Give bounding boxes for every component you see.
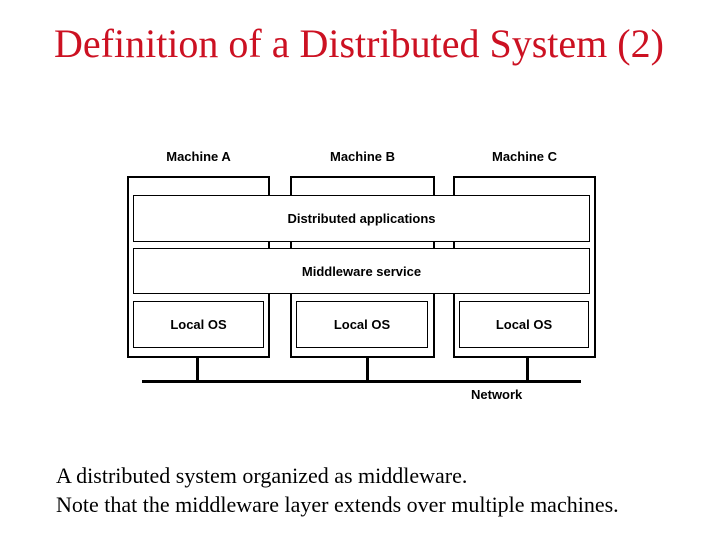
distributed-applications-box: Distributed applications (133, 195, 590, 242)
machine-a-label: Machine A (166, 149, 231, 164)
network-line (142, 380, 581, 383)
local-os-c-label: Local OS (495, 317, 553, 332)
caption: A distributed system organized as middle… (56, 461, 619, 519)
distributed-applications-label: Distributed applications (287, 211, 436, 226)
local-os-b-label: Local OS (333, 317, 391, 332)
machine-b-label: Machine B (329, 149, 395, 164)
local-os-b-box: Local OS (296, 301, 428, 348)
machine-c-network-connector (526, 357, 529, 381)
local-os-a-box: Local OS (133, 301, 264, 348)
machine-a-network-connector (196, 357, 199, 381)
page-title: Definition of a Distributed System (2) (54, 21, 664, 66)
network-label: Network (471, 387, 523, 402)
local-os-c-box: Local OS (459, 301, 589, 348)
caption-line-1: A distributed system organized as middle… (56, 463, 468, 488)
caption-line-2: Note that the middleware layer extends o… (56, 492, 619, 517)
machine-b-network-connector (366, 357, 369, 381)
local-os-a-label: Local OS (170, 317, 227, 332)
middleware-service-label: Middleware service (301, 263, 422, 279)
machine-c-label: Machine C (491, 149, 557, 164)
middleware-service-box: Middleware service (133, 248, 590, 294)
